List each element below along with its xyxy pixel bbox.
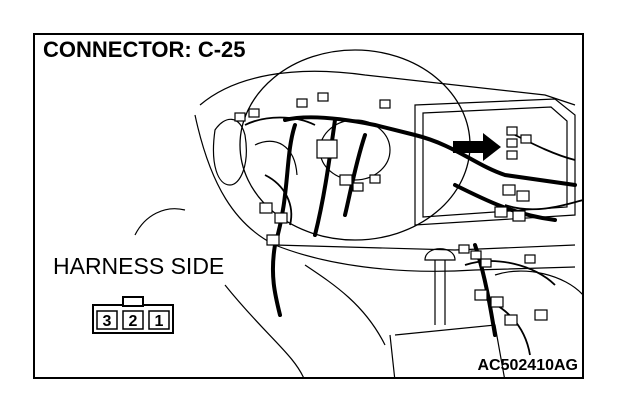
dashboard-outline (134, 49, 582, 377)
connector-title: CONNECTOR: C-25 (43, 37, 246, 62)
connector-pin-1: 1 (155, 313, 164, 330)
dashboard-harness-illustration: 3 2 1 (92, 49, 582, 377)
figure-code: AC502410AG (477, 357, 579, 374)
connector-pin-3: 3 (103, 313, 112, 330)
pointer-arrow (453, 133, 501, 161)
harness-side-label: HARNESS SIDE (53, 253, 225, 279)
small-connectors (234, 92, 548, 326)
thin-wires (244, 116, 582, 356)
connector-pin-2: 2 (129, 313, 138, 330)
connector-face-symbol: 3 2 1 (92, 296, 174, 334)
diagram-frame: 3 2 1 CONNECTOR: C-25 HARNESS SIDE AC502… (33, 33, 584, 379)
